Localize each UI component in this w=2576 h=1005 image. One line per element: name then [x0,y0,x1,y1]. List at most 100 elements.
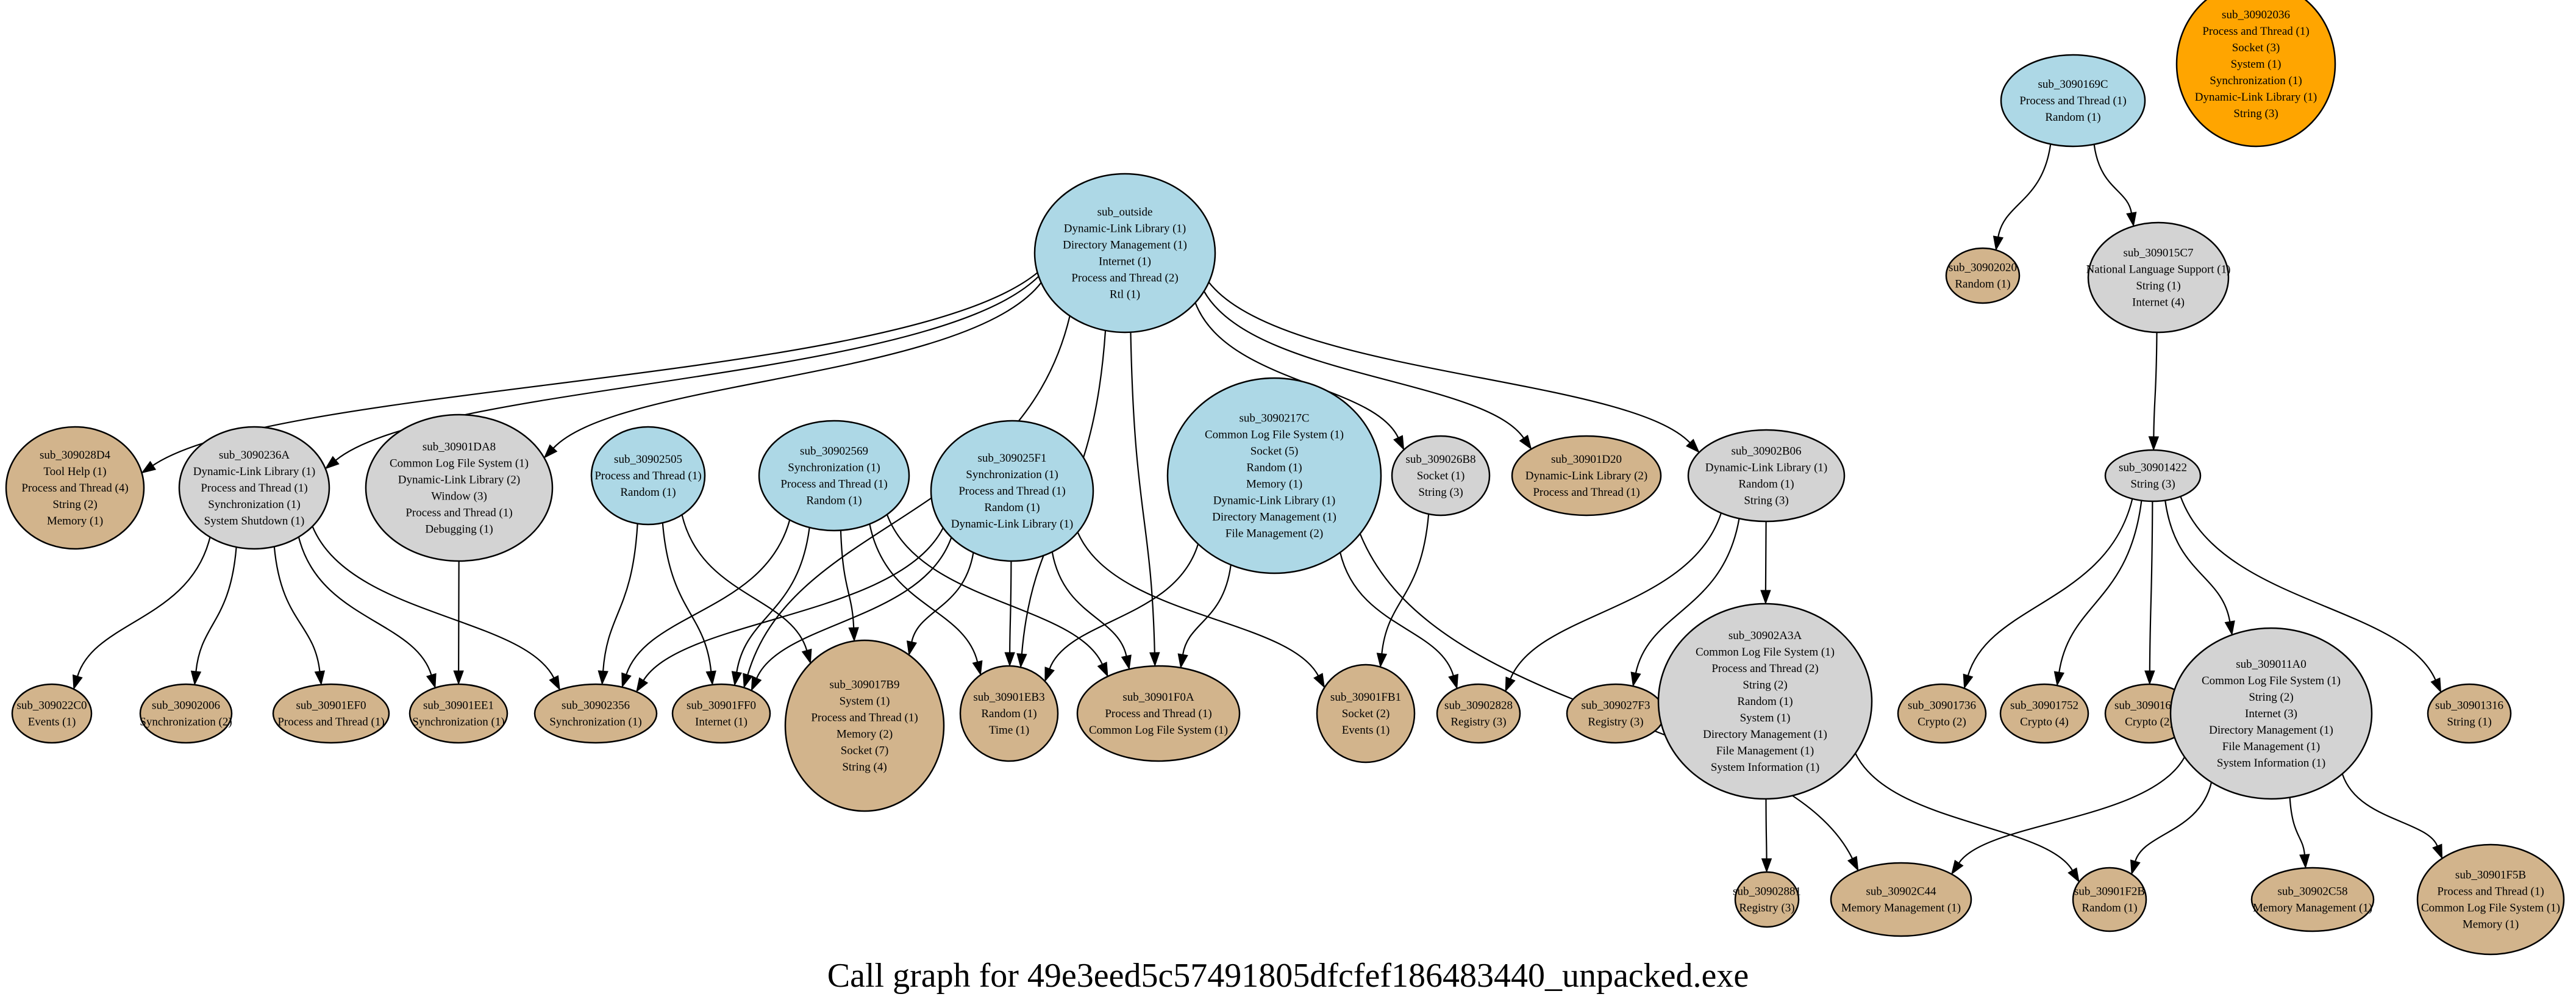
edge-sub-309025f1-to-sub-309017b9 [911,552,974,642]
edge-sub-309015c7-to-sub-30901422 [2153,332,2158,437]
node-api-category: Process and Thread (1) [2019,95,2126,107]
edge-sub-309026b8-to-sub-30901fb1 [1381,513,1430,654]
node-ellipse [1897,683,1987,744]
node-api-category: Events (1) [1342,724,1390,737]
arrowhead-icon [1505,676,1516,692]
arrowhead-icon [2224,620,2235,636]
node-api-category: Rtl (1) [1110,288,1140,301]
arrowhead-icon [2144,670,2155,685]
arrowhead-icon [73,674,83,690]
node-label: sub_30901D20 [1551,453,1622,466]
node-api-category: System Information (1) [1711,761,1819,774]
arrowhead-icon [705,670,716,686]
node-label: sub_30902C44 [1866,885,1936,898]
node-api-category: Process and Thread (2) [1071,272,1178,285]
node-ellipse [1734,871,1800,928]
node-api-category: Synchronization (2) [140,716,232,729]
node-api-category: Process and Thread (1) [594,470,701,482]
arrowhead-icon [1177,653,1188,669]
arrowhead-icon [2126,212,2137,227]
node-api-category: Synchronization (1) [2210,74,2302,87]
node-api-category: Dynamic-Link Library (1) [193,465,315,478]
arrowhead-icon [1760,590,1771,605]
edge-sub-30902569-to-sub-309017b9 [840,530,855,628]
node-label: sub_outside [1097,206,1153,219]
node-label: sub_30901316 [2435,699,2503,712]
edge-sub-309025f1-to-sub-30902356 [643,527,944,681]
arrowhead-icon [1376,653,1388,668]
arrowhead-icon [751,676,762,692]
node-ellipse [930,420,1094,562]
node-label: sub_30901DA8 [423,441,496,454]
node-api-category: String (2) [52,498,97,511]
node-api-category: Crypto (2) [1918,716,1966,729]
edge-sub-309025f1-to-sub-30901f0a [1051,551,1127,656]
node-label: sub_309026B8 [1405,453,1475,466]
node-api-category: Synchronization (1) [208,498,300,511]
edge-sub-3090169c-to-sub-30902020 [1997,144,2052,237]
arrowhead-icon [1519,434,1532,450]
node-api-category: Process and Thread (1) [405,507,512,520]
node-api-category: String (3) [1418,486,1463,499]
node-label: sub_30901FF0 [687,699,756,712]
node-api-category: String (1) [2447,716,2491,729]
node-api-category: String (3) [1744,495,1788,507]
node-ellipse [1830,862,1972,937]
node-label: sub_3090217C [1239,412,1309,425]
node-label: sub_30902020 [1949,262,2017,274]
arrowhead-icon [426,673,437,689]
arrowhead-icon [141,460,157,474]
node-label: sub_30902036 [2222,9,2290,21]
arrowhead-icon [636,677,649,693]
arrowhead-icon [906,640,918,656]
node-ellipse [409,683,508,744]
node-api-category: Dynamic-Link Library (2) [1525,470,1647,482]
node-api-category: Process and Thread (1) [811,712,918,724]
node-api-category: Process and Thread (1) [2202,25,2309,38]
node-api-category: Time (1) [989,724,1029,737]
node-label: sub_30902356 [562,699,630,712]
edge-sub-outside-to-sub-30901f0a [1130,332,1155,653]
node-api-category: Random (1) [806,495,862,507]
